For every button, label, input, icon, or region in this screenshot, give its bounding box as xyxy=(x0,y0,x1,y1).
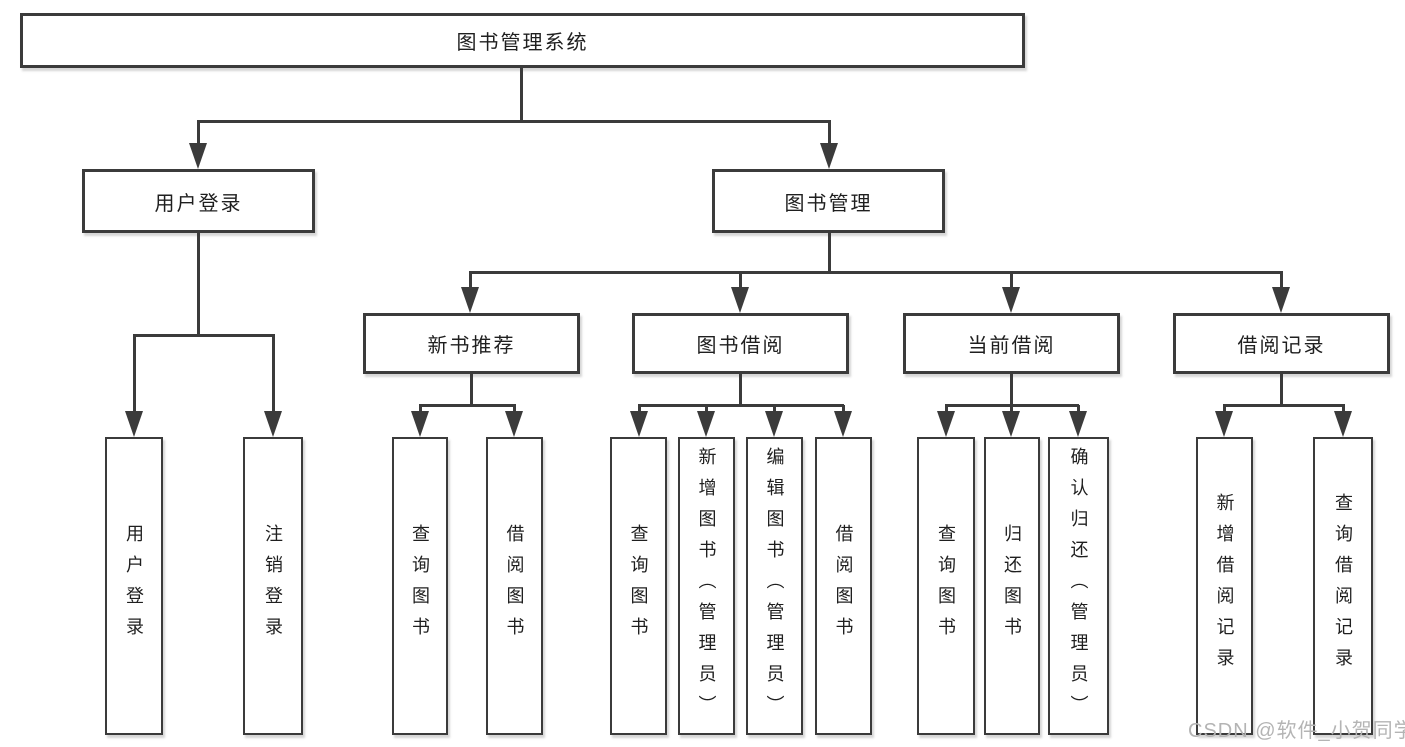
arrowhead-down-icon xyxy=(820,143,838,169)
connector-line xyxy=(842,405,845,415)
arrowhead-down-icon xyxy=(1215,411,1233,437)
arrowhead-down-icon xyxy=(731,287,749,313)
connector-line xyxy=(1010,374,1013,406)
connector-line xyxy=(513,405,516,415)
leaf-query-borrow-record: 查询借阅记录 xyxy=(1313,437,1373,735)
node-book-management-label: 图书管理 xyxy=(784,192,873,215)
leaf-edit-books-admin: 编辑图书（管理员） xyxy=(746,437,803,735)
connector-line xyxy=(705,405,708,415)
connector-line xyxy=(638,405,641,415)
arrowhead-down-icon xyxy=(937,411,955,437)
leaf-user-login: 用户登录 xyxy=(105,437,163,735)
leaf-query-books-borrow: 查询图书 xyxy=(610,437,667,735)
leaf-return-books-label: 归还图书 xyxy=(1002,524,1022,648)
connector-line xyxy=(1280,272,1283,290)
arrowhead-down-icon xyxy=(765,411,783,437)
leaf-borrow-books-label: 借阅图书 xyxy=(833,524,854,648)
leaf-logout-label: 注销登录 xyxy=(263,524,283,648)
node-user-login: 用户登录 xyxy=(82,169,315,233)
leaf-add-borrow-record-label: 新增借阅记录 xyxy=(1214,493,1235,679)
leaf-logout: 注销登录 xyxy=(243,437,303,735)
leaf-query-books-borrow-label: 查询图书 xyxy=(628,524,649,648)
arrowhead-down-icon xyxy=(125,411,143,437)
connector-line xyxy=(470,374,473,406)
connector-line xyxy=(520,68,523,122)
csdn-watermark: CSDN @软件_小贺同学 xyxy=(1188,720,1405,742)
leaf-query-books-recommend-label: 查询图书 xyxy=(410,524,430,648)
connector-line xyxy=(197,120,831,123)
node-borrow-records: 借阅记录 xyxy=(1173,313,1390,374)
node-root: 图书管理系统 xyxy=(20,13,1025,68)
arrowhead-down-icon xyxy=(461,287,479,313)
node-current-borrow-label: 当前借阅 xyxy=(967,335,1056,357)
node-root-label: 图书管理系统 xyxy=(456,32,589,54)
node-borrow-records-label: 借阅记录 xyxy=(1237,335,1326,357)
leaf-borrow-books-recommend: 借阅图书 xyxy=(486,437,543,735)
connector-line xyxy=(469,271,1283,274)
connector-line xyxy=(739,272,742,290)
node-new-book-recommend: 新书推荐 xyxy=(363,313,580,374)
connector-line xyxy=(133,335,136,413)
connector-line xyxy=(1223,404,1345,407)
leaf-edit-books-admin-label: 编辑图书（管理员） xyxy=(764,446,785,726)
node-book-borrow-label: 图书借阅 xyxy=(696,335,785,357)
connector-line xyxy=(1077,405,1080,415)
arrowhead-down-icon xyxy=(834,411,852,437)
connector-line xyxy=(469,272,472,290)
connector-line xyxy=(419,404,516,407)
leaf-borrow-books: 借阅图书 xyxy=(815,437,872,735)
connector-line xyxy=(197,121,200,149)
leaf-add-books-admin-label: 新增图书（管理员） xyxy=(696,446,717,726)
arrowhead-down-icon xyxy=(411,411,429,437)
leaf-user-login-label: 用户登录 xyxy=(124,524,144,648)
node-new-book-recommend-label: 新书推荐 xyxy=(427,335,516,357)
arrowhead-down-icon xyxy=(1334,411,1352,437)
leaf-add-books-admin: 新增图书（管理员） xyxy=(678,437,735,735)
connector-line xyxy=(773,405,776,415)
connector-line xyxy=(197,233,200,336)
connector-line xyxy=(638,404,844,407)
arrowhead-down-icon xyxy=(1002,411,1020,437)
arrowhead-down-icon xyxy=(630,411,648,437)
arrowhead-down-icon xyxy=(697,411,715,437)
arrowhead-down-icon xyxy=(1069,411,1087,437)
leaf-borrow-books-recommend-label: 借阅图书 xyxy=(504,524,525,648)
connector-line xyxy=(272,335,275,413)
connector-line xyxy=(133,334,275,337)
connector-line xyxy=(828,233,831,273)
leaf-query-books-recommend: 查询图书 xyxy=(392,437,448,735)
connector-line xyxy=(1280,374,1283,406)
leaf-query-borrow-record-label: 查询借阅记录 xyxy=(1333,493,1353,679)
node-user-login-label: 用户登录 xyxy=(154,192,243,215)
leaf-add-borrow-record: 新增借阅记录 xyxy=(1196,437,1253,735)
arrowhead-down-icon xyxy=(1002,287,1020,313)
connector-line xyxy=(1010,272,1013,290)
leaf-confirm-return-admin: 确认归还（管理员） xyxy=(1048,437,1109,735)
connector-line xyxy=(739,374,742,406)
leaf-query-books-current-label: 查询图书 xyxy=(936,524,956,648)
connector-line xyxy=(419,405,422,415)
node-book-management: 图书管理 xyxy=(712,169,945,233)
leaf-confirm-return-admin-label: 确认归还（管理员） xyxy=(1068,446,1089,726)
leaf-return-books: 归还图书 xyxy=(984,437,1040,735)
arrowhead-down-icon xyxy=(505,411,523,437)
node-current-borrow: 当前借阅 xyxy=(903,313,1120,374)
node-book-borrow: 图书借阅 xyxy=(632,313,849,374)
connector-line xyxy=(1223,405,1226,415)
connector-line xyxy=(1342,405,1345,415)
arrowhead-down-icon xyxy=(189,143,207,169)
connector-line xyxy=(1010,405,1013,415)
arrowhead-down-icon xyxy=(264,411,282,437)
leaf-query-books-current: 查询图书 xyxy=(917,437,975,735)
connector-line xyxy=(828,121,831,149)
arrowhead-down-icon xyxy=(1272,287,1290,313)
connector-line xyxy=(945,405,948,415)
